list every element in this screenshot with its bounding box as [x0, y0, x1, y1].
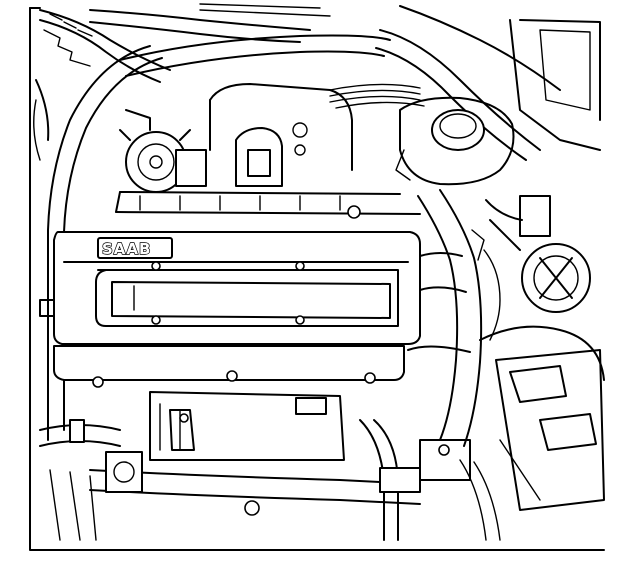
wiring-harness-top-right	[329, 19, 601, 151]
idle-control-valve	[119, 109, 207, 193]
intake-manifold	[115, 191, 421, 219]
lower-harness	[359, 419, 501, 541]
fuel-rail-components	[471, 195, 591, 341]
coolant-expansion-tank	[395, 96, 515, 186]
saab-logo: SAAB	[97, 237, 173, 259]
throttle-body	[209, 83, 353, 187]
valve-cover	[53, 231, 421, 345]
charge-air-pipe	[407, 189, 483, 481]
air-filter-housing	[479, 325, 605, 511]
upper-radiator-hose	[119, 5, 561, 161]
engine-bay-frame	[29, 7, 605, 551]
lower-left-sensors	[39, 409, 195, 541]
wiring-harness-top-left	[39, 3, 331, 83]
spark-plug-cover	[53, 345, 405, 388]
saab-logo-text: SAAB	[102, 240, 151, 258]
